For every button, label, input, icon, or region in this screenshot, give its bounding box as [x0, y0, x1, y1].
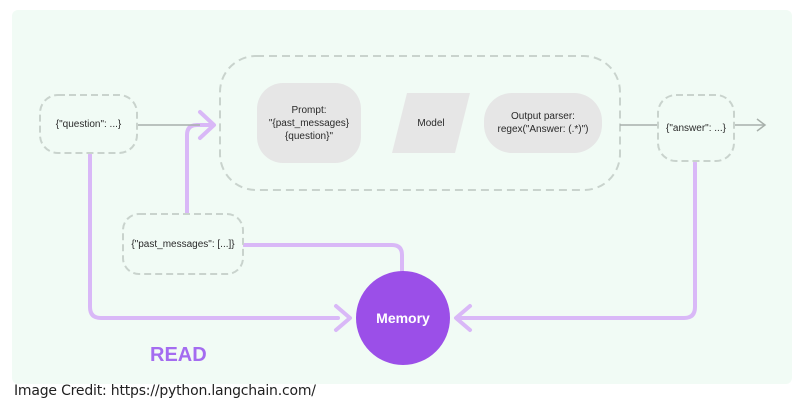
chain-container: [219, 55, 621, 191]
question-label: {"question": ...}: [55, 118, 122, 130]
image-credit: Image Credit: https://python.langchain.c…: [14, 383, 316, 399]
output-parser-node: [484, 93, 602, 153]
past-messages-label: {"past_messages": [...]}: [131, 238, 235, 250]
prompt-node: [257, 83, 361, 163]
output-arrow-icon: [756, 118, 767, 132]
memory-node: [356, 271, 450, 365]
answer-box: [657, 94, 735, 162]
past-messages-box: [122, 213, 244, 275]
prompt-arrow-head: [198, 110, 216, 140]
question-to-memory-line: [88, 153, 340, 320]
question-box: [39, 94, 138, 154]
memory-arrow-left-head: [334, 304, 352, 332]
output-parser-label: Output parser: regex("Answer: (.*)"): [497, 111, 589, 135]
answer-label: {"answer": ...}: [666, 122, 726, 134]
memory-label: Memory: [376, 309, 430, 326]
prompt-label: Prompt: "{past_messages} {question}": [268, 104, 350, 142]
read-label: READ: [150, 344, 207, 366]
answer-to-memory-line: [458, 161, 697, 320]
model-node: [392, 93, 470, 153]
memory-arrow-right-head: [454, 304, 472, 332]
past-messages-to-memory-line: [242, 243, 404, 274]
model-label: Model: [417, 117, 445, 129]
